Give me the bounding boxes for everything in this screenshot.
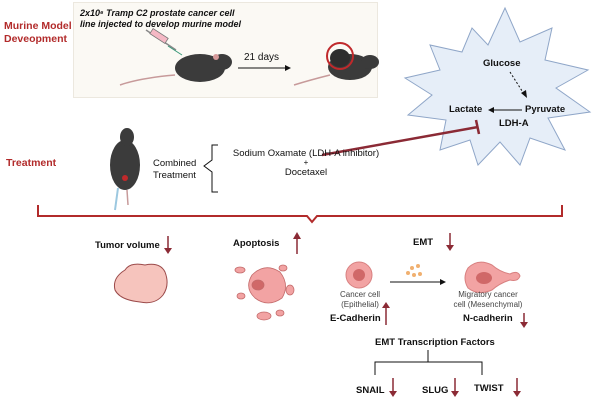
lactate-label: Lactate [449,104,483,115]
injection-note-line2: line injected to develop murine model [80,19,242,29]
tumor-mouse-icon [293,42,379,86]
timeline-label: 21 days [244,52,280,63]
tumor-volume-down-arrow [164,236,172,254]
treatment-brace [203,144,218,193]
mesenchymal-cell-icon [464,261,521,294]
slug-down-arrow [451,378,459,397]
emt-label: EMT [413,237,434,248]
model-development-panel [73,2,378,98]
tf-twist-label: TWIST [474,383,504,394]
twist-down-arrow [513,378,521,397]
tf-snail-label: SNAIL [356,385,385,396]
mouse-icon [119,54,232,86]
migratory-line2: cell (Mesenchymal) [453,300,523,309]
pyruvate-label: Pyruvate [525,104,566,115]
ldha-label: LDH-A [499,118,529,129]
snail-down-arrow [389,378,397,397]
cancer-cell-caption: Cancer cell (Epithelial) [330,290,390,310]
cancer-cell-line2: (Epithelial) [341,300,379,309]
n-cadherin-down-arrow [520,313,528,328]
section-label-treatment: Treatment [6,157,57,169]
inhibition-line [321,125,479,157]
signaling-molecules-icon [406,264,422,277]
injection-note-line1: 2x10⁶ Tramp C2 prostate cancer cell [80,8,235,18]
apoptosis-label: Apoptosis [233,238,280,249]
n-cadherin-label: N-cadherin [463,313,513,324]
tumor-icon [114,263,168,304]
outcomes-bracket [37,205,563,224]
glucose-label: Glucose [483,58,521,69]
emt-down-arrow [446,233,454,251]
cancer-cell-line1: Cancer cell [339,290,380,299]
tf-slug-label: SLUG [422,385,449,396]
apoptotic-cell-icon [234,264,295,321]
drug-sodium-oxamate: Sodium Oxamate (LDH-A inhibitor) [232,148,380,159]
combined-line2: Treatment [153,170,196,181]
drug-list: Sodium Oxamate (LDH-A inhibitor) + Docet… [226,148,386,178]
combined-line1: Combined [153,158,197,169]
apoptosis-up-arrow [293,232,301,254]
plus-sign: + [303,158,309,167]
migratory-line1: Migratory cancer [458,290,518,299]
metabolism-starburst [403,6,592,166]
section-label-murine-model: Murine Model Deveopment [4,20,72,45]
e-cadherin-up-arrow [382,302,390,325]
tumor-volume-label: Tumor volume [95,240,160,251]
treated-mouse-icon [110,128,140,211]
emt-tf-title: EMT Transcription Factors [375,337,495,348]
tf-tree [374,350,483,375]
syringe-icon [145,28,183,56]
drug-docetaxel: Docetaxel [284,167,328,178]
injection-note: 2x10⁶ Tramp C2 prostate cancer cell line… [80,8,241,30]
e-cadherin-label: E-Cadherin [330,313,381,324]
epithelial-cell-icon [345,261,373,289]
combined-treatment-label: Combined Treatment [153,158,196,182]
migratory-cell-caption: Migratory cancer cell (Mesenchymal) [448,290,528,310]
timeline-arrow [238,65,291,71]
glucose-pyruvate-arrow [509,71,525,95]
